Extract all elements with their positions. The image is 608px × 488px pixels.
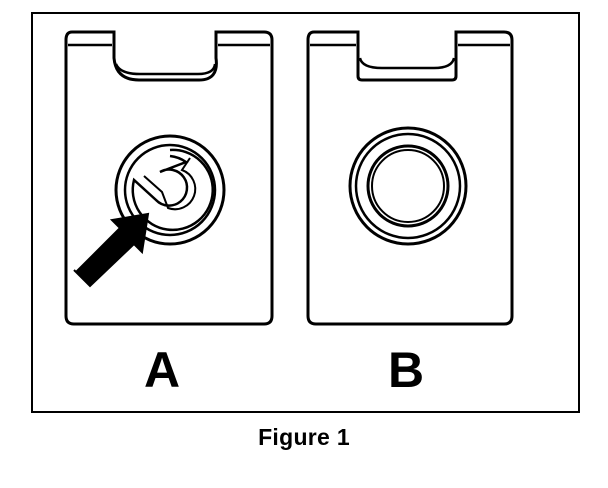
- plate-b-thread-outer-ring: [348, 126, 468, 246]
- plate-a-thread-inner-notch: [143, 157, 197, 211]
- figure-frame: [31, 12, 580, 413]
- plate-a-thread-ring-2: [123, 143, 217, 237]
- plate-a-damaged-thread: [131, 148, 214, 232]
- plate-b-slot-bend: [358, 57, 456, 70]
- plate-b-label: B: [387, 342, 425, 398]
- plate-b-outline: [306, 30, 514, 326]
- figure-caption: Figure 1: [258, 424, 350, 450]
- plate-a-drawing: [64, 30, 274, 326]
- plate-b-thread-ring-4: [371, 149, 445, 223]
- plate-a-thread-outer-ring: [114, 134, 226, 246]
- plate-a-slot-bend: [114, 63, 217, 76]
- plate-b-thread-ring-3: [366, 144, 450, 228]
- plate-a-label: A: [143, 342, 181, 398]
- plate-b-thread-ring-2: [354, 132, 462, 240]
- plate-b-drawing: [306, 30, 514, 326]
- plate-a-arrow: [73, 212, 150, 288]
